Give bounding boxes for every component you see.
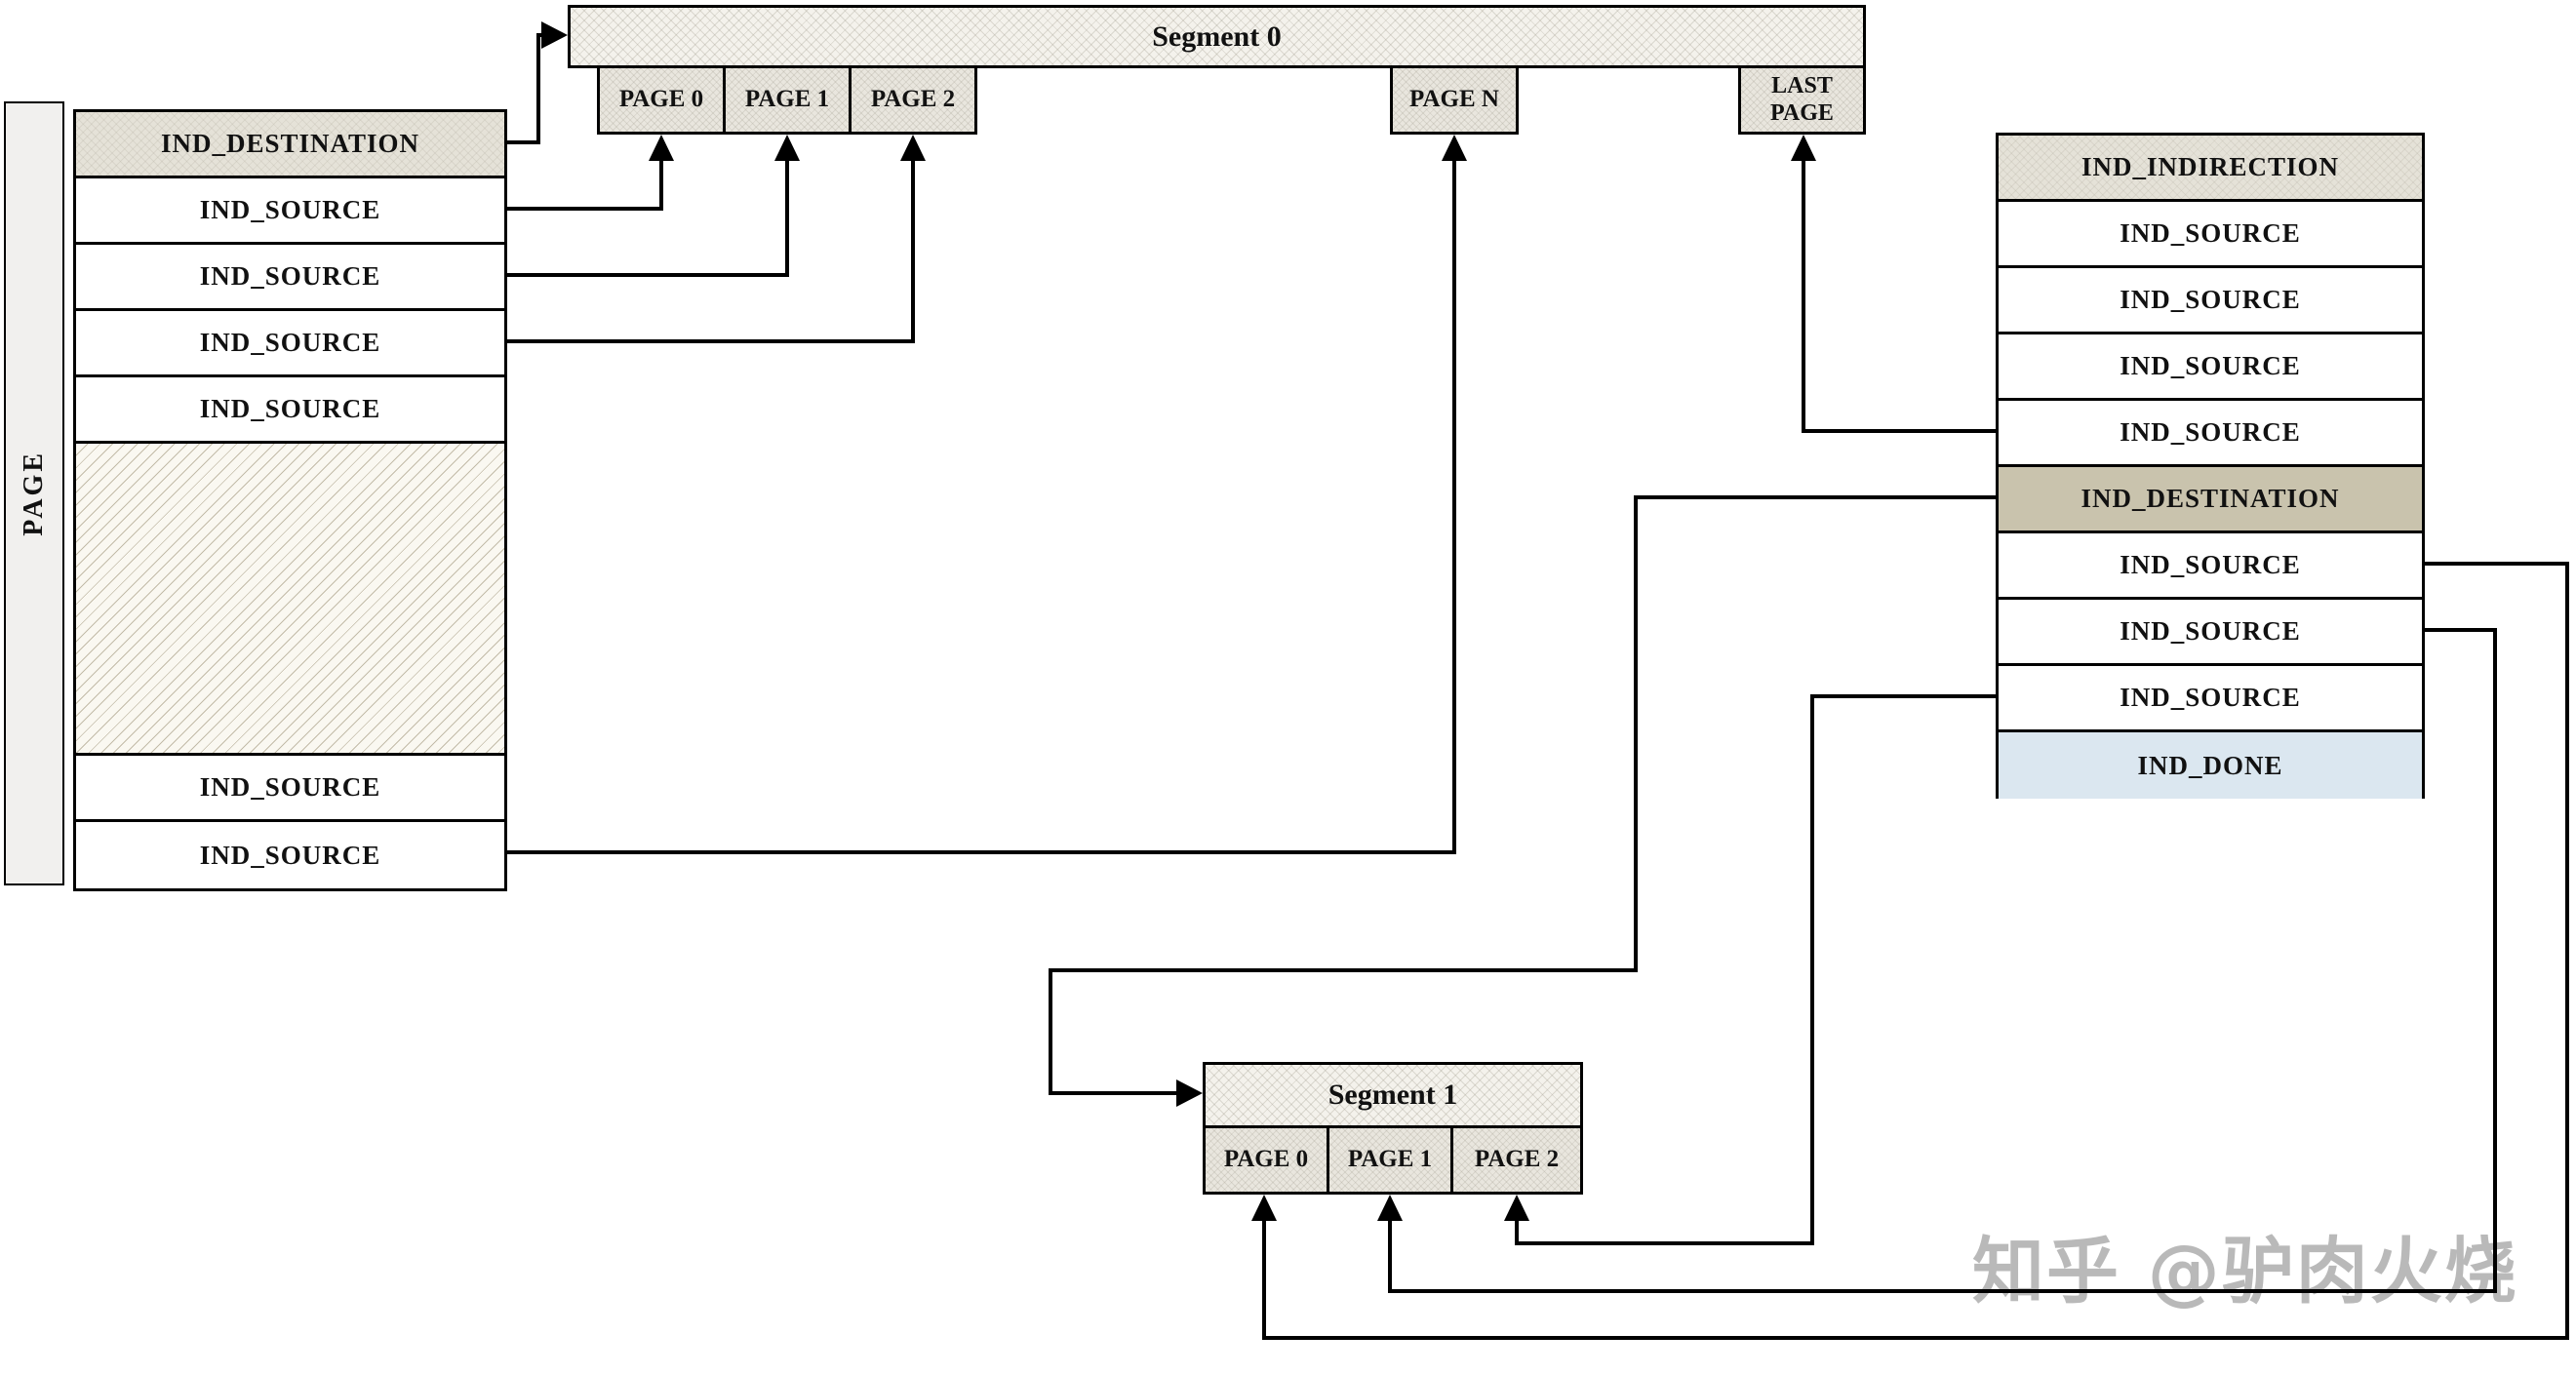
- segment0-page-1: PAGE 1: [723, 65, 852, 135]
- segment1-page-0: PAGE 0: [1203, 1125, 1329, 1195]
- arrowhead-up: [1791, 135, 1816, 161]
- row-ind-destination: IND_DESTINATION: [76, 112, 504, 178]
- segment0-page-0: PAGE 0: [597, 65, 726, 135]
- segment0-last-page: LAST PAGE: [1738, 65, 1866, 135]
- page-strip: PAGE: [4, 101, 64, 885]
- arrowhead-up: [774, 135, 800, 161]
- row-ind-source: IND_SOURCE: [1999, 666, 2422, 732]
- row-ind-source: IND_SOURCE: [76, 377, 504, 444]
- row-ind-source: IND_SOURCE: [1999, 401, 2422, 467]
- arrowhead-right: [541, 21, 568, 49]
- arrowhead-right: [1176, 1080, 1203, 1107]
- row-ind-source: IND_SOURCE: [1999, 268, 2422, 334]
- segment1-page-2: PAGE 2: [1450, 1125, 1583, 1195]
- arrowhead-up: [1442, 135, 1467, 161]
- arrowhead-up: [1504, 1195, 1529, 1221]
- segment0-bar: Segment 0: [568, 5, 1866, 68]
- segment1-bar: Segment 1: [1203, 1062, 1583, 1128]
- row-ind-source: IND_SOURCE: [1999, 334, 2422, 401]
- row-ind-indirection: IND_INDIRECTION: [1999, 136, 2422, 202]
- arrowhead-up: [649, 135, 674, 161]
- segment0-page-n: PAGE N: [1390, 65, 1519, 135]
- right-indirection-table: IND_INDIRECTION IND_SOURCE IND_SOURCE IN…: [1996, 133, 2425, 799]
- row-ind-done: IND_DONE: [1999, 732, 2422, 799]
- row-ind-destination: IND_DESTINATION: [1999, 467, 2422, 533]
- row-ind-source: IND_SOURCE: [76, 822, 504, 888]
- arrowhead-up: [900, 135, 926, 161]
- watermark: 知乎 @驴肉火烧: [1972, 1230, 2518, 1314]
- row-free-space-hatched: [76, 444, 504, 756]
- arrowhead-up: [1377, 1195, 1403, 1221]
- segment0-page-2: PAGE 2: [849, 65, 977, 135]
- row-ind-source: IND_SOURCE: [76, 311, 504, 377]
- row-ind-source: IND_SOURCE: [1999, 600, 2422, 666]
- row-ind-source: IND_SOURCE: [76, 245, 504, 311]
- row-ind-source: IND_SOURCE: [76, 178, 504, 245]
- row-ind-source: IND_SOURCE: [1999, 533, 2422, 600]
- row-ind-source: IND_SOURCE: [76, 756, 504, 822]
- segment1-page-1: PAGE 1: [1327, 1125, 1453, 1195]
- page-strip-label: PAGE: [19, 451, 49, 536]
- left-indirection-table: IND_DESTINATION IND_SOURCE IND_SOURCE IN…: [73, 109, 507, 891]
- arrowhead-up: [1251, 1195, 1277, 1221]
- row-ind-source: IND_SOURCE: [1999, 202, 2422, 268]
